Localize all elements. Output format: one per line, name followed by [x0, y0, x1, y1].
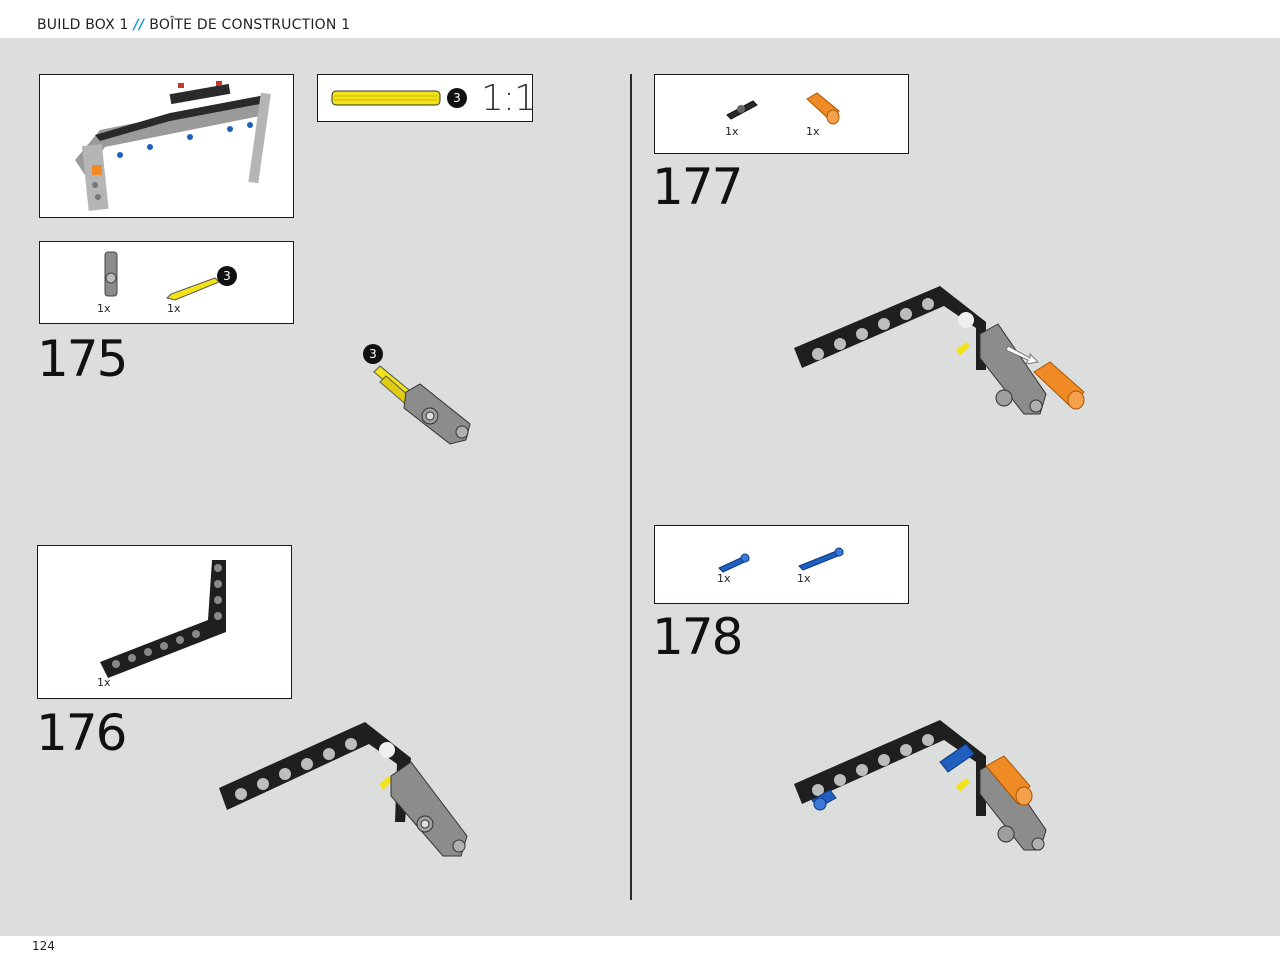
page-header: BUILD BOX 1//BOÎTE DE CONSTRUCTION 1 — [0, 0, 1280, 38]
header-title-en: BUILD BOX 1 — [37, 17, 129, 33]
step-176-parts-box: 1x — [37, 545, 292, 699]
black-pin-icon — [726, 100, 758, 120]
step-number: 177 — [652, 158, 743, 216]
subassembly-preview-box — [39, 74, 294, 218]
bent-beam-icon — [100, 560, 226, 678]
orange-bush-icon — [806, 92, 840, 125]
page-number: 124 — [32, 939, 55, 953]
step-176-assembly-icon — [219, 722, 468, 857]
part-qty: 1x — [167, 302, 181, 315]
header-separator: // — [133, 17, 145, 33]
page-footer — [0, 936, 1280, 974]
axle-scale-icon — [331, 90, 441, 106]
step-178-parts-box: 1x 1x — [654, 525, 909, 604]
step-175-assembly-icon — [373, 365, 471, 445]
step-177-parts-box: 1x 1x — [654, 74, 909, 154]
part-qty: 1x — [725, 125, 739, 138]
column-divider — [630, 74, 632, 900]
step-number: 175 — [37, 330, 128, 388]
step-175-parts-box: 1x 3 1x — [39, 241, 294, 324]
part-qty: 1x — [97, 302, 111, 315]
blue-pin-long-icon — [798, 547, 844, 571]
scale-ratio: 1:1 — [481, 78, 537, 119]
header-title: BUILD BOX 1//BOÎTE DE CONSTRUCTION 1 — [37, 17, 350, 33]
header-title-fr: BOÎTE DE CONSTRUCTION 1 — [149, 17, 351, 33]
grey-connector-icon — [104, 251, 118, 297]
part-qty: 1x — [717, 572, 731, 585]
part-qty: 1x — [97, 676, 111, 689]
step-178-assembly-icon — [794, 720, 1047, 851]
yellow-axle-icon — [166, 277, 220, 301]
subassembly-model-icon — [75, 81, 271, 211]
scale-count-badge: 3 — [447, 88, 467, 108]
step-177-assembly-icon — [794, 286, 1085, 415]
blue-pin-short-icon — [718, 553, 750, 573]
part-qty: 1x — [806, 125, 820, 138]
step-number: 178 — [652, 608, 743, 666]
axle-count-badge: 3 — [217, 266, 237, 286]
part-qty: 1x — [797, 572, 811, 585]
step-number: 176 — [36, 704, 127, 762]
scale-reference-box: 3 1:1 — [317, 74, 537, 122]
callout-count-badge: 3 — [363, 344, 383, 364]
